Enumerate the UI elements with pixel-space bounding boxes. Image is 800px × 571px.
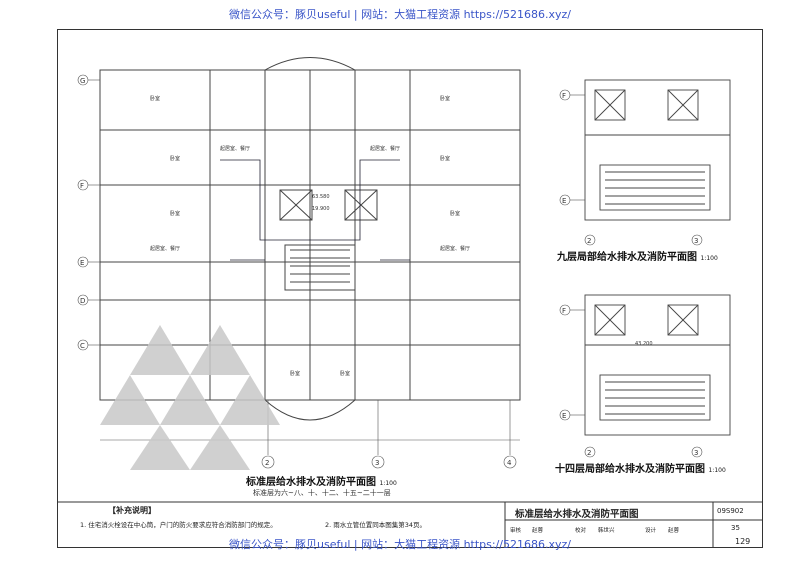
notes-heading: 【补充说明】 bbox=[108, 506, 156, 515]
svg-text:卧室: 卧室 bbox=[340, 370, 350, 377]
note-item-1: 1. 住宅消火栓设在中心筒，户门的防火要求应符合消防部门的规定。 bbox=[80, 521, 277, 529]
svg-text:起居室、餐厅: 起居室、餐厅 bbox=[440, 245, 470, 252]
floor14-title: 十四层局部给水排水及消防平面图 1:100 bbox=[555, 464, 726, 475]
watermark-top: 微信公众号：豚贝useful | 网站：大猫工程资源 https://52168… bbox=[229, 8, 571, 21]
title-block-code: 09S902 bbox=[717, 507, 744, 515]
svg-text:3: 3 bbox=[375, 459, 379, 467]
svg-text:卧室: 卧室 bbox=[150, 95, 160, 102]
svg-text:19.900: 19.900 bbox=[312, 206, 330, 212]
svg-text:卧室: 卧室 bbox=[440, 95, 450, 102]
tb-name-review: 赵蓉 bbox=[532, 528, 544, 534]
svg-text:起居室、餐厅: 起居室、餐厅 bbox=[150, 245, 180, 252]
tb-label-review: 审核 bbox=[510, 528, 522, 534]
svg-text:2: 2 bbox=[587, 237, 591, 245]
svg-text:4: 4 bbox=[507, 459, 512, 467]
main-plan-subtitle: 标准层为六~八、十、十二、十五~二十一层 bbox=[253, 489, 391, 497]
tb-name-check: 韩世兴 bbox=[598, 528, 615, 534]
svg-text:F: F bbox=[80, 182, 84, 190]
drawing-frame bbox=[57, 29, 763, 548]
floor9-title: 九层局部给水排水及消防平面图 1:100 bbox=[557, 252, 718, 263]
svg-text:F: F bbox=[562, 307, 566, 315]
svg-text:F: F bbox=[562, 92, 566, 100]
svg-text:卧室: 卧室 bbox=[170, 210, 180, 217]
svg-text:43.200: 43.200 bbox=[635, 341, 653, 347]
main-plan-title: 标准层给水排水及消防平面图 1:100 bbox=[246, 477, 397, 488]
note-item-2: 2. 雨水立管位置同本图集第34页。 bbox=[325, 521, 427, 529]
svg-text:C: C bbox=[80, 342, 85, 350]
title-block-title: 标准层给水排水及消防平面图 bbox=[515, 509, 639, 520]
svg-text:3: 3 bbox=[694, 237, 698, 245]
svg-text:3: 3 bbox=[694, 449, 698, 457]
logo-watermark-triangles bbox=[100, 325, 280, 470]
svg-text:起居室、餐厅: 起居室、餐厅 bbox=[370, 145, 400, 152]
page-number: 129 bbox=[735, 537, 751, 546]
svg-text:D: D bbox=[80, 297, 85, 305]
watermark-bottom: 微信公众号：豚贝useful | 网站：大猫工程资源 https://52168… bbox=[229, 538, 571, 551]
svg-text:E: E bbox=[562, 197, 566, 205]
svg-text:卧室: 卧室 bbox=[290, 370, 300, 377]
svg-text:63.580: 63.580 bbox=[312, 194, 330, 200]
svg-text:起居室、餐厅: 起居室、餐厅 bbox=[220, 145, 250, 152]
svg-text:卧室: 卧室 bbox=[450, 210, 460, 217]
svg-text:2: 2 bbox=[265, 459, 269, 467]
svg-text:G: G bbox=[80, 77, 85, 85]
svg-text:卧室: 卧室 bbox=[440, 155, 450, 162]
svg-text:E: E bbox=[562, 412, 566, 420]
tb-label-check: 校对 bbox=[575, 528, 587, 534]
tb-name-design: 赵蓉 bbox=[668, 528, 680, 534]
svg-text:2: 2 bbox=[587, 449, 591, 457]
svg-text:卧室: 卧室 bbox=[170, 155, 180, 162]
title-block-page: 35 bbox=[731, 524, 740, 532]
tb-label-design: 设计 bbox=[645, 528, 657, 534]
svg-text:E: E bbox=[80, 259, 84, 267]
